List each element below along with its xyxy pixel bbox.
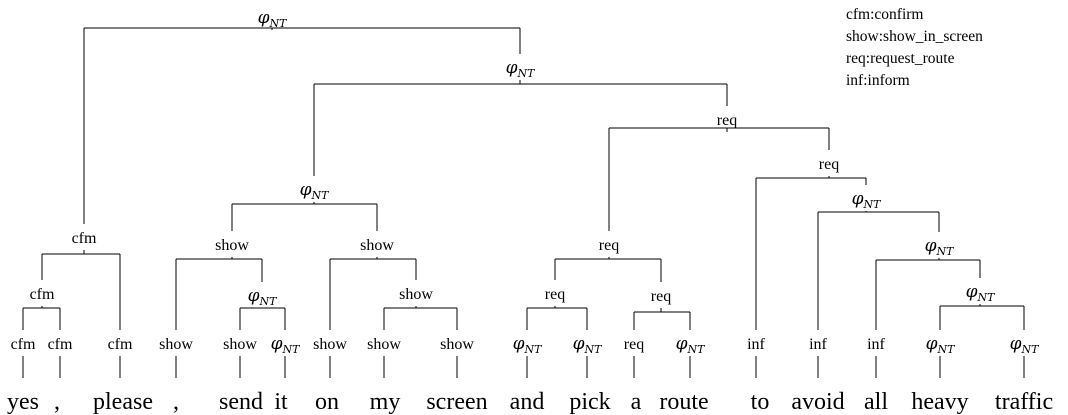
sentence-word: screen xyxy=(426,389,487,415)
node-label-phi-nt: φNT xyxy=(248,286,279,308)
sentence-word: , xyxy=(173,389,179,415)
node-label-cfm: cfm xyxy=(108,336,133,353)
node-label-req: req xyxy=(624,336,644,353)
node-label-req: req xyxy=(651,288,671,305)
node-label-phi-nt: φNT xyxy=(513,334,544,356)
node-label-phi-nt: φNT xyxy=(925,236,956,258)
node-label-cfm: cfm xyxy=(72,230,97,247)
node-label-req: req xyxy=(819,156,839,173)
sentence-word: it xyxy=(274,389,288,415)
sentence-word: avoid xyxy=(791,389,844,415)
node-label-show: show xyxy=(215,237,249,254)
sentence-word: , xyxy=(54,389,60,415)
node-label-phi-nt: φNT xyxy=(926,334,957,356)
node-label-phi-nt: φNT xyxy=(271,334,302,356)
sentence-word: and xyxy=(510,389,545,415)
sentence-word: all xyxy=(864,389,888,415)
node-label-show: show xyxy=(367,336,401,353)
node-label-show: show xyxy=(360,237,394,254)
node-label-phi-nt: φNT xyxy=(258,8,289,30)
node-label-phi-nt: φNT xyxy=(573,334,604,356)
node-label-req: req xyxy=(545,286,565,303)
sentence-word: a xyxy=(631,389,642,415)
node-label-phi-nt: φNT xyxy=(1010,334,1041,356)
tree-edges xyxy=(22,27,1025,378)
node-label-cfm: cfm xyxy=(11,336,36,353)
sentence-word: traffic xyxy=(995,389,1053,415)
sentence-word: pick xyxy=(569,389,610,415)
sentence-word: heavy xyxy=(911,389,968,415)
node-label-show: show xyxy=(399,286,433,303)
node-label-show: show xyxy=(159,336,193,353)
legend-item-cfm: cfm:confirm xyxy=(846,6,924,23)
node-label-cfm: cfm xyxy=(48,336,73,353)
node-label-inf: inf xyxy=(809,336,827,353)
node-label-req: req xyxy=(717,112,737,129)
sentence-word: route xyxy=(659,389,708,415)
legend-item-req: req:request_route xyxy=(846,50,955,67)
abbreviation-legend: cfm:confirm show:show_in_screen req:requ… xyxy=(846,4,983,92)
node-label-show: show xyxy=(223,336,257,353)
sentence-word: yes xyxy=(7,389,39,415)
sentence-word: send xyxy=(219,389,263,415)
sentence-word: to xyxy=(751,389,770,415)
node-label-phi-nt: φNT xyxy=(676,334,707,356)
sentence-word: my xyxy=(370,389,401,415)
node-label-phi-nt: φNT xyxy=(300,180,331,202)
node-label-cfm: cfm xyxy=(30,286,55,303)
sentence-word: please xyxy=(93,389,153,415)
node-label-show: show xyxy=(313,336,347,353)
node-label-phi-nt: φNT xyxy=(966,282,997,304)
node-label-phi-nt: φNT xyxy=(852,189,883,211)
node-label-show: show xyxy=(440,336,474,353)
sentence-word: on xyxy=(315,389,339,415)
node-label-phi-nt: φNT xyxy=(506,58,537,80)
legend-item-show: show:show_in_screen xyxy=(846,28,983,45)
node-label-inf: inf xyxy=(747,336,765,353)
legend-item-inf: inf:inform xyxy=(846,72,910,89)
node-label-req: req xyxy=(599,237,619,254)
node-label-inf: inf xyxy=(867,336,885,353)
